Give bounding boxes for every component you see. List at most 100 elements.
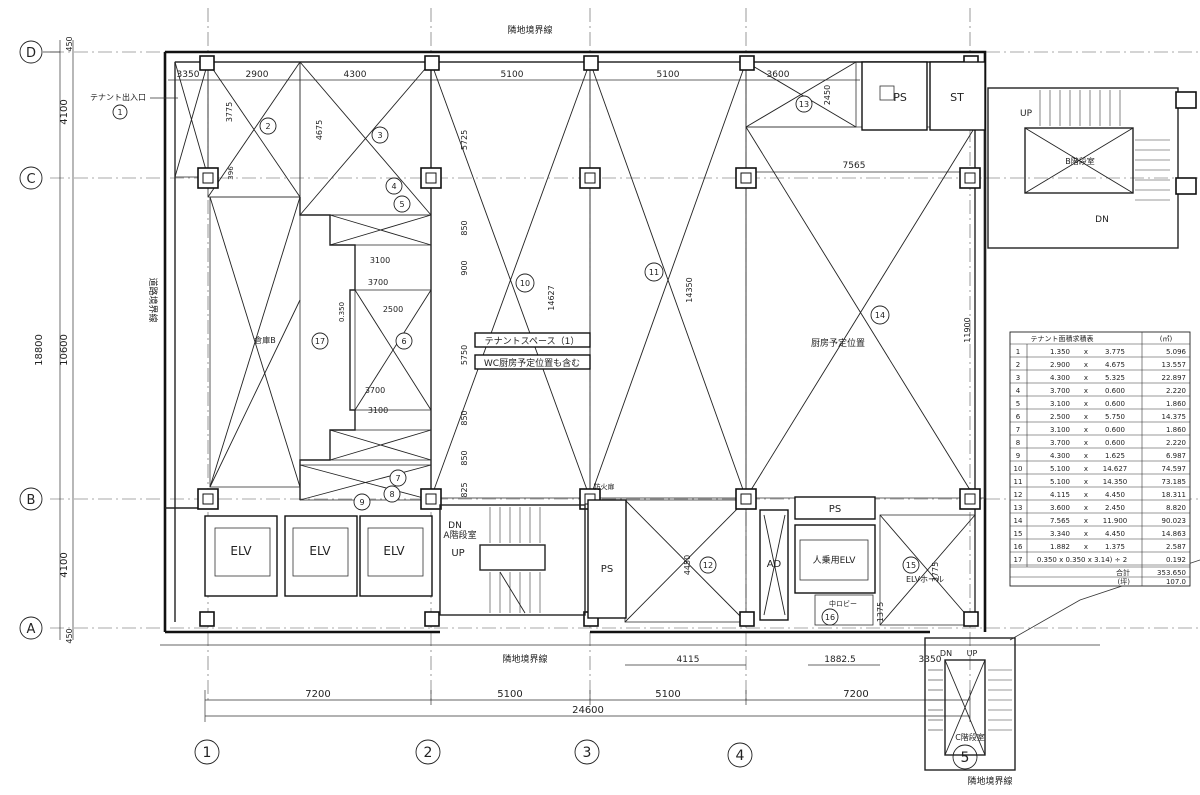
inner-dim: 3775 [225,102,234,122]
area-table-cell: 2 [1016,361,1020,369]
area-marker: 9 [359,498,364,507]
area-table-cell: 10 [1014,465,1023,473]
dim-top: 7565 [843,161,866,171]
dim-sub-2: 1882.5 [824,655,856,665]
dim-edge-bottom: 450 [65,628,74,643]
area-marker: 12 [703,561,713,570]
area-table-cell: x [1084,413,1088,421]
ps-label-2: PS [601,564,613,575]
kitchen-area-label: 厨房予定位置 [811,337,865,349]
area-table-cell: 1.350 [1050,348,1070,356]
tenant-space-note: WC厨房予定位置も含む [484,357,580,369]
area-marker: 2 [265,122,270,131]
area-marker: 5 [399,200,404,209]
area-table-cell: 4.450 [1105,530,1125,538]
area-table-cell: 12 [1014,491,1023,499]
area-marker: 6 [401,337,406,346]
area-table-cell: 1.860 [1166,426,1186,434]
ps-label-3: PS [829,504,841,515]
dim-top: 3350 [177,70,200,80]
dim-inner: 10600 [59,334,70,366]
dim-top: 3600 [767,70,790,80]
area-table-cell: 3.775 [1105,348,1125,356]
grid-row-label: C [26,172,35,187]
area-table-cell: x [1084,491,1088,499]
dim-edge-top: 450 [65,36,74,51]
stair-a-dn: DN [448,521,462,531]
dim-upper: 4100 [59,99,70,124]
area-marker: 8 [389,490,394,499]
inner-dim: 14350 [685,277,694,302]
area-table-cell: 14.375 [1162,413,1187,421]
inner-dim: 850 [460,450,469,465]
inner-dim: 5725 [460,130,469,150]
left-dimensions: 18800 10600 4100 4100 450 450 [34,36,74,643]
area-table-cell: 0.600 [1105,439,1125,447]
area-table-cell: 8.820 [1166,504,1186,512]
storage-label: 倉庫B [254,335,276,345]
area-table-unit: (㎡) [1160,335,1173,343]
area-table-cell: 8 [1016,439,1020,447]
grid-col-label: 5 [961,750,970,766]
grid-col-markers: 1 2 3 4 5 [194,739,978,770]
area-table-cell: 0.350 x 0.350 x 3.14) ÷ 2 [1037,556,1127,564]
area-table-cell: 5 [1016,400,1020,408]
tenant-entrance-label: テナント出入口 [90,92,146,102]
area-table-tsubo-value: 107.0 [1166,578,1186,586]
area-table-cell: 9 [1016,452,1020,460]
dim-top: 5100 [657,70,680,80]
area-marker: 1 [117,108,122,117]
area-table-cell: 3.700 [1050,439,1070,447]
dim-span-3: 5100 [655,689,680,700]
grid-row-label: A [27,622,36,637]
dim-top: 5100 [501,70,524,80]
area-marker: 14 [875,311,885,320]
stair-a: A階段室 UP DN [439,504,586,616]
dim-lower: 4100 [59,552,70,577]
grid-row-label: B [27,493,36,508]
grid-col-label: 2 [424,745,433,761]
area-table-cell: 13.557 [1162,361,1187,369]
inner-dim: 14627 [547,285,556,310]
inner-dim: 396 [227,166,235,180]
area-table-title: テナント面積求積表 [1031,334,1094,343]
area-table-cell: 2.220 [1166,387,1186,395]
ps-label: PS [893,91,907,104]
stair-a-up: UP [451,548,464,559]
inner-dim: 0.350 [338,302,346,322]
grid-row-markers: D C B A [19,40,43,640]
st-label: ST [950,91,964,104]
area-table-cell: 11.900 [1103,517,1128,525]
area-table-cell: 0.192 [1166,556,1186,564]
area-marker: 13 [799,100,809,109]
boundary-top-label: 隣地境界線 [507,24,552,36]
inner-dimensions: 3775 4675 5725 850 900 14627 14350 11900… [225,102,972,622]
inner-dim: 4675 [315,120,324,140]
area-table-cell: x [1084,504,1088,512]
area-table-cell: 0.600 [1105,426,1125,434]
area-table-cell: x [1084,387,1088,395]
area-table-cell: 0.600 [1105,387,1125,395]
area-table-cell: 1 [1016,348,1020,356]
area-table-cell: 3.600 [1050,504,1070,512]
area-table-cell: 74.597 [1162,465,1187,473]
area-table-cell: 5.325 [1105,374,1125,382]
tenant-zones [174,61,986,626]
stair-a-label: A階段室 [443,529,476,541]
area-marker: 17 [315,337,325,346]
wc-label: 中ロビー [829,599,857,608]
area-table-cell: 5.096 [1166,348,1187,356]
stair-c: C階段室 DN UP [924,559,1200,771]
area-table-cell: 73.185 [1162,478,1187,486]
area-marker: 11 [649,268,659,277]
dim-span-2: 5100 [497,689,522,700]
inner-dim: 3775 [931,562,940,582]
area-table-cell: 3.700 [1050,387,1070,395]
area-table-cell: 17 [1014,556,1023,564]
area-table-cell: 14 [1014,517,1023,525]
area-table-cell: 4.675 [1105,361,1125,369]
area-table-cell: 3.340 [1050,530,1070,538]
area-table-cell: x [1084,348,1088,356]
dim-sub-3: 3350 [919,655,942,665]
